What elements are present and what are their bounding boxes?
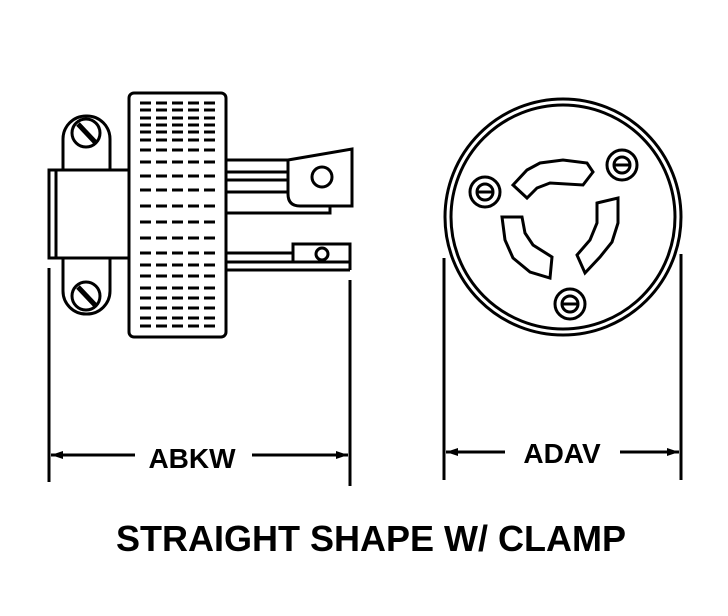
screw-icon: [468, 175, 502, 209]
slot: [575, 196, 620, 276]
clamp-sleeve: [47, 168, 131, 260]
face-view: [443, 97, 683, 337]
screw-icon: [553, 287, 587, 321]
side-view: [47, 91, 354, 339]
caption: STRAIGHT SHAPE W/ CLAMP: [116, 518, 626, 559]
screw-icon: [70, 280, 102, 312]
dimension-label-adav: ADAV: [523, 438, 601, 469]
dimension-adav: ADAV: [442, 254, 683, 480]
knurled-body: [127, 91, 228, 339]
knurl-pattern: [140, 101, 215, 328]
screw-icon: [70, 117, 102, 149]
slot: [500, 215, 554, 280]
slot: [510, 158, 595, 201]
dimension-abkw: ABKW: [47, 268, 352, 486]
dimension-label-abkw: ABKW: [148, 443, 236, 474]
lower-prong: [226, 242, 352, 272]
upper-prong: [226, 147, 354, 215]
screw-icon: [605, 148, 639, 182]
